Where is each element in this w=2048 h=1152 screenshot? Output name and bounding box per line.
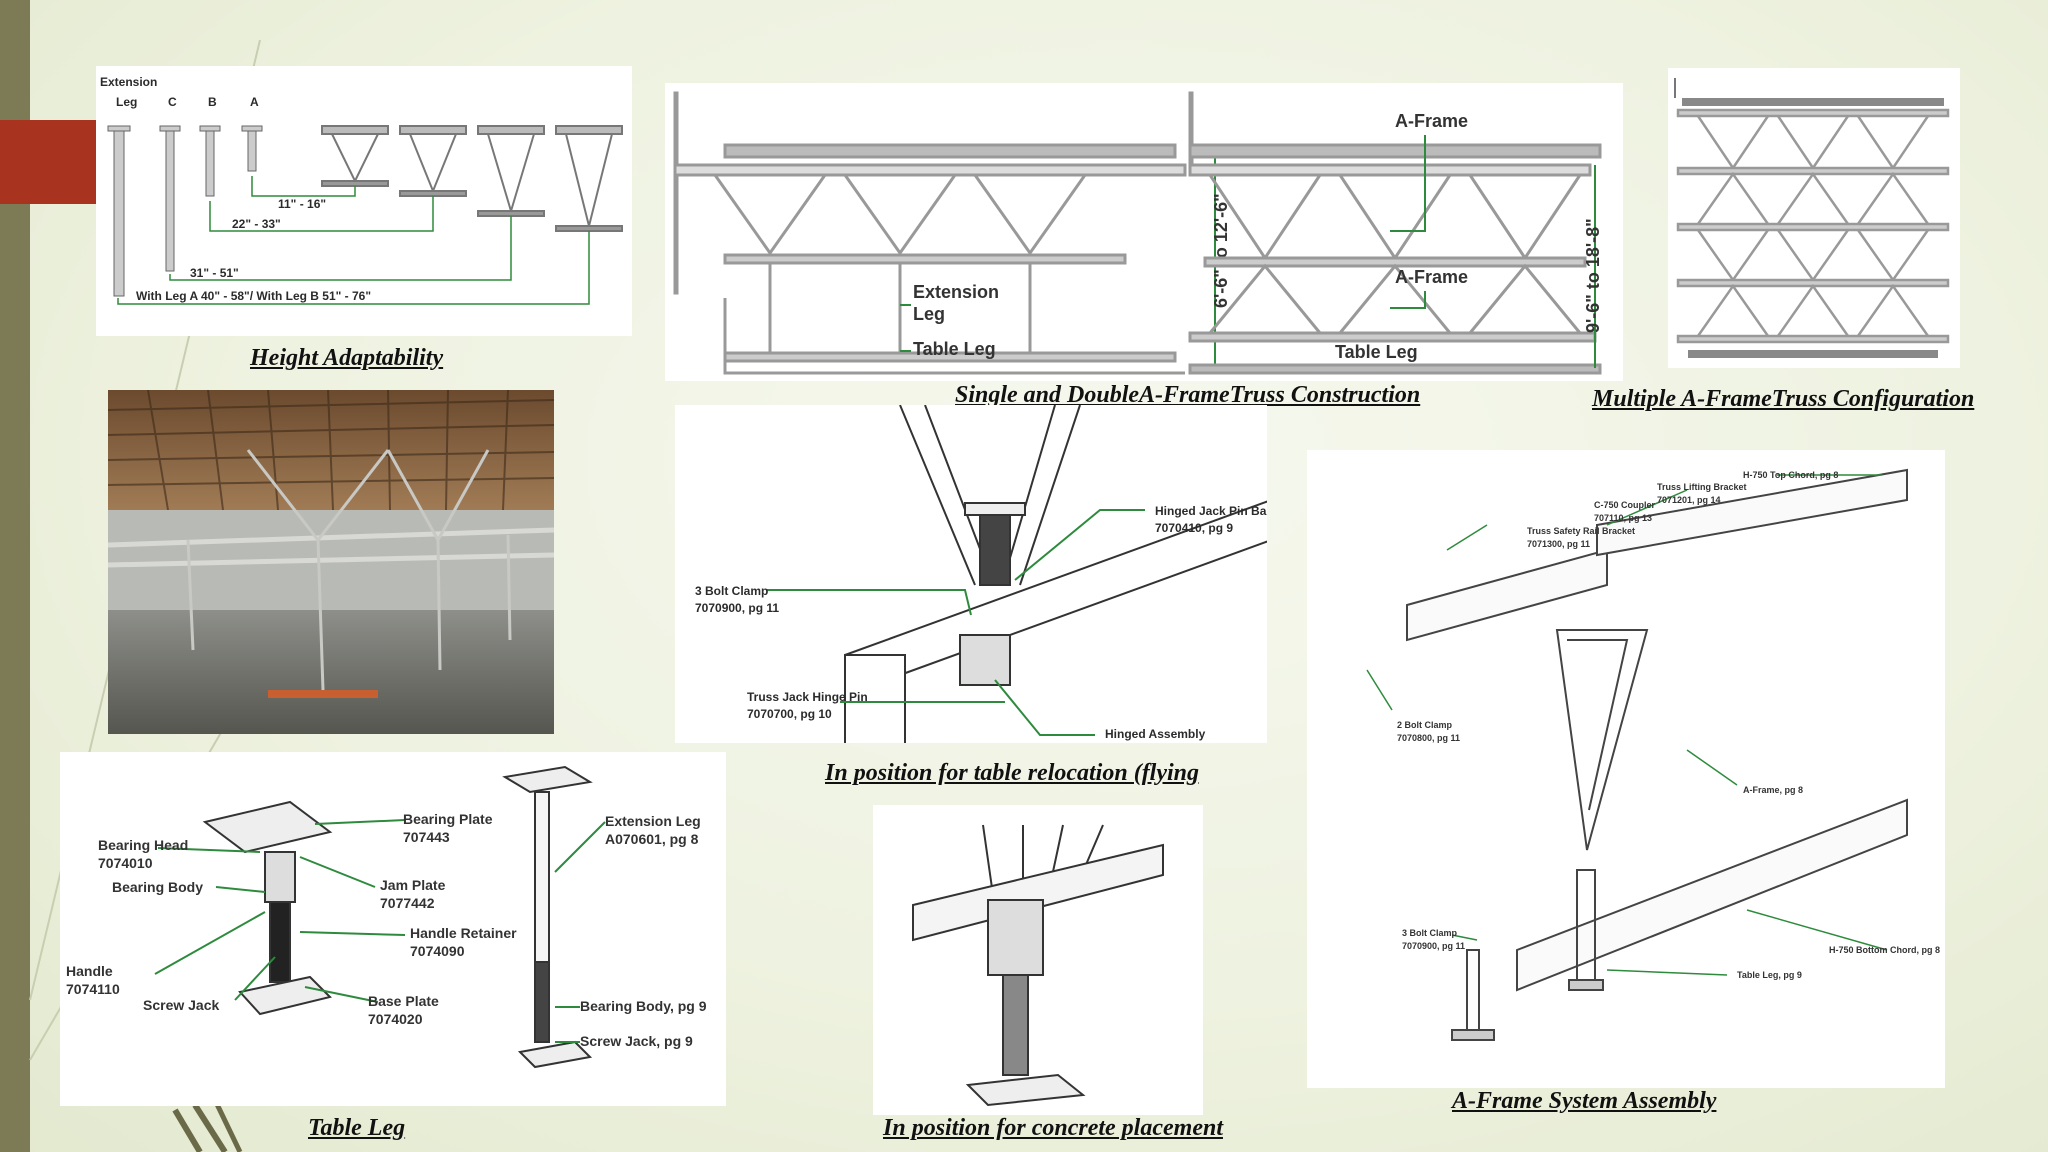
label-rail-bracket: Truss Safety Rail Bracket (1527, 526, 1635, 536)
label-rail-bracket-pn: 7071300, pg 11 (1527, 539, 1590, 549)
label-handle: Handle (66, 963, 113, 979)
flying-position-diagram: 3 Bolt Clamp 7070900, pg 11 Truss Jack H… (675, 405, 1267, 743)
label-2-bolt-clamp-pn: 7070800, pg 11 (1397, 733, 1460, 743)
label-table-leg: Table Leg, pg 9 (1737, 970, 1802, 980)
leg-b (199, 125, 221, 197)
caption-multiple: Multiple A-FrameTruss Configuration (1592, 386, 1975, 412)
label-hinge-pin-pn: 7070700, pg 10 (747, 707, 832, 721)
label-base-plate-pn: 7074020 (368, 1011, 423, 1027)
multi-truss-lattice (1676, 108, 1950, 344)
range-11-16: 11" - 16" (278, 197, 326, 211)
label-bottom-chord: H-750 Bottom Chord, pg 8 (1829, 945, 1940, 955)
label-a: A (250, 95, 259, 109)
label-table-leg-1: Table Leg (913, 339, 996, 359)
truss-configurations (321, 125, 623, 232)
label-extension-leg: Extension Leg (605, 813, 701, 829)
label-bearing-head: Bearing Head (98, 837, 188, 853)
label-leg: Leg (116, 95, 137, 109)
table-leg-assembly (202, 800, 333, 1016)
label-handle-retainer-pn: 7074090 (410, 943, 465, 959)
label-extension-leg-pn: A070601, pg 8 (605, 831, 699, 847)
label-extension-2: Leg (913, 304, 945, 324)
label-3-bolt-clamp: 3 Bolt Clamp (1402, 928, 1458, 938)
dim-single: 6'-6" to 12'-6" (1211, 193, 1231, 308)
flying-structure (844, 405, 1267, 743)
a-frame-assembly-diagram: H-750 Top Chord, pg 8 Truss Lifting Brac… (1307, 450, 1945, 1088)
single-double-truss-diagram: Extension Leg Table Leg 6'-6" to 12'-6" … (665, 83, 1623, 381)
caption-table-leg: Table Leg (308, 1115, 406, 1141)
concrete-position-diagram (873, 805, 1203, 1115)
leg-extension (107, 125, 131, 297)
label-coupler: C-750 Coupler (1594, 500, 1656, 510)
label-c: C (168, 95, 177, 109)
extension-leg-assembly (502, 765, 593, 1069)
range-22-33: 22" - 33" (232, 217, 281, 231)
label-hinged-assembly: Hinged Assembly (1105, 727, 1206, 741)
label-jam-plate-pn: 7077442 (380, 895, 435, 911)
label-b: B (208, 95, 217, 109)
label-bearing-plate-pn: 707443 (403, 829, 450, 845)
label-3-bolt-clamp-pn: 7070900, pg 11 (1402, 941, 1465, 951)
label-screw-jack-pg: Screw Jack, pg 9 (580, 1033, 693, 1049)
label-pin-bar-pn: 7070410, pg 9 (1155, 521, 1233, 535)
label-bearing-body-pg: Bearing Body, pg 9 (580, 998, 707, 1014)
concrete-structure (912, 824, 1164, 1107)
label-coupler-pn: 707110, pg 13 (1594, 513, 1652, 523)
label-top-chord: H-750 Top Chord, pg 8 (1743, 470, 1838, 480)
label-handle-pn: 7074110 (66, 981, 120, 997)
assembly-structure (1406, 468, 1908, 1041)
single-truss (673, 91, 1187, 375)
label-bearing-head-pn: 7074010 (98, 855, 153, 871)
leg-a (241, 125, 263, 172)
label-pin-bar: Hinged Jack Pin Bar (1155, 504, 1267, 518)
caption-concrete: In position for concrete placement (883, 1115, 1223, 1141)
label-handle-retainer: Handle Retainer (410, 925, 517, 941)
label-bearing-body: Bearing Body (112, 879, 203, 895)
multiple-truss-diagram (1668, 68, 1960, 368)
label-bearing-plate: Bearing Plate (403, 811, 493, 827)
label-base-plate: Base Plate (368, 993, 439, 1009)
label-3-bolt-clamp: 3 Bolt Clamp (695, 584, 768, 598)
label-a-frame-mid: A-Frame (1395, 267, 1468, 287)
table-leg-diagram: Bearing Plate 707443 Bearing Head 707401… (60, 752, 726, 1106)
range-with-leg: With Leg A 40" - 58"/ With Leg B 51" - 7… (136, 289, 371, 303)
caption-flying: In position for table relocation (flying (825, 760, 1200, 786)
label-lifting-bracket-pn: 7071201, pg 14 (1657, 495, 1721, 505)
label-3-bolt-clamp-pn: 7070900, pg 11 (695, 601, 779, 615)
label-lifting-bracket: Truss Lifting Bracket (1657, 482, 1747, 492)
label-a-frame-top: A-Frame (1395, 111, 1468, 131)
caption-single-double: Single and DoubleA-FrameTruss Constructi… (955, 382, 1421, 408)
red-accent-tab (0, 120, 98, 204)
label-screw-jack: Screw Jack (143, 997, 219, 1013)
label-hinge-pin: Truss Jack Hinge Pin (747, 690, 868, 704)
label-2-bolt-clamp: 2 Bolt Clamp (1397, 720, 1453, 730)
dim-double: 9'-6" to 18'-8" (1583, 218, 1603, 333)
label-table-leg-2: Table Leg (1335, 342, 1418, 362)
range-31-51: 31" - 51" (190, 266, 239, 280)
leg-c (159, 125, 181, 272)
double-truss (1188, 91, 1602, 375)
caption-height-adaptability: Height Adaptability (250, 345, 444, 371)
label-jam-plate: Jam Plate (380, 877, 446, 893)
label-extension: Extension (100, 75, 157, 89)
label-extension-1: Extension (913, 282, 999, 302)
label-a-frame: A-Frame, pg 8 (1743, 785, 1803, 795)
height-adaptability-diagram: Extension Leg C B A (96, 66, 632, 336)
caption-a-frame-assembly: A-Frame System Assembly (1452, 1088, 1717, 1114)
site-photo (108, 390, 554, 734)
